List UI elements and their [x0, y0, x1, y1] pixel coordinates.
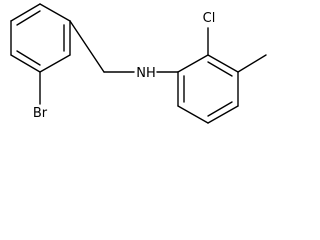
bond: [177, 105, 209, 124]
bond: [237, 54, 267, 73]
bond: [207, 54, 239, 73]
bromine-label: Br: [33, 106, 48, 121]
bond: [207, 105, 239, 124]
bond: [207, 101, 233, 117]
bond: [10, 54, 41, 73]
chlorine-label: Cl: [203, 11, 216, 26]
bond: [16, 50, 41, 66]
bond: [39, 3, 71, 22]
bond: [39, 54, 71, 73]
bond: [69, 20, 105, 73]
bond: [16, 10, 41, 26]
bond: [207, 61, 233, 77]
bond: [177, 54, 209, 73]
amine-label: NH: [136, 66, 156, 81]
bond: [10, 3, 41, 22]
atom-labels: Br NH Cl: [33, 11, 215, 121]
molecule-structure: Br NH Cl: [10, 3, 267, 124]
bond-lines: [10, 3, 267, 124]
